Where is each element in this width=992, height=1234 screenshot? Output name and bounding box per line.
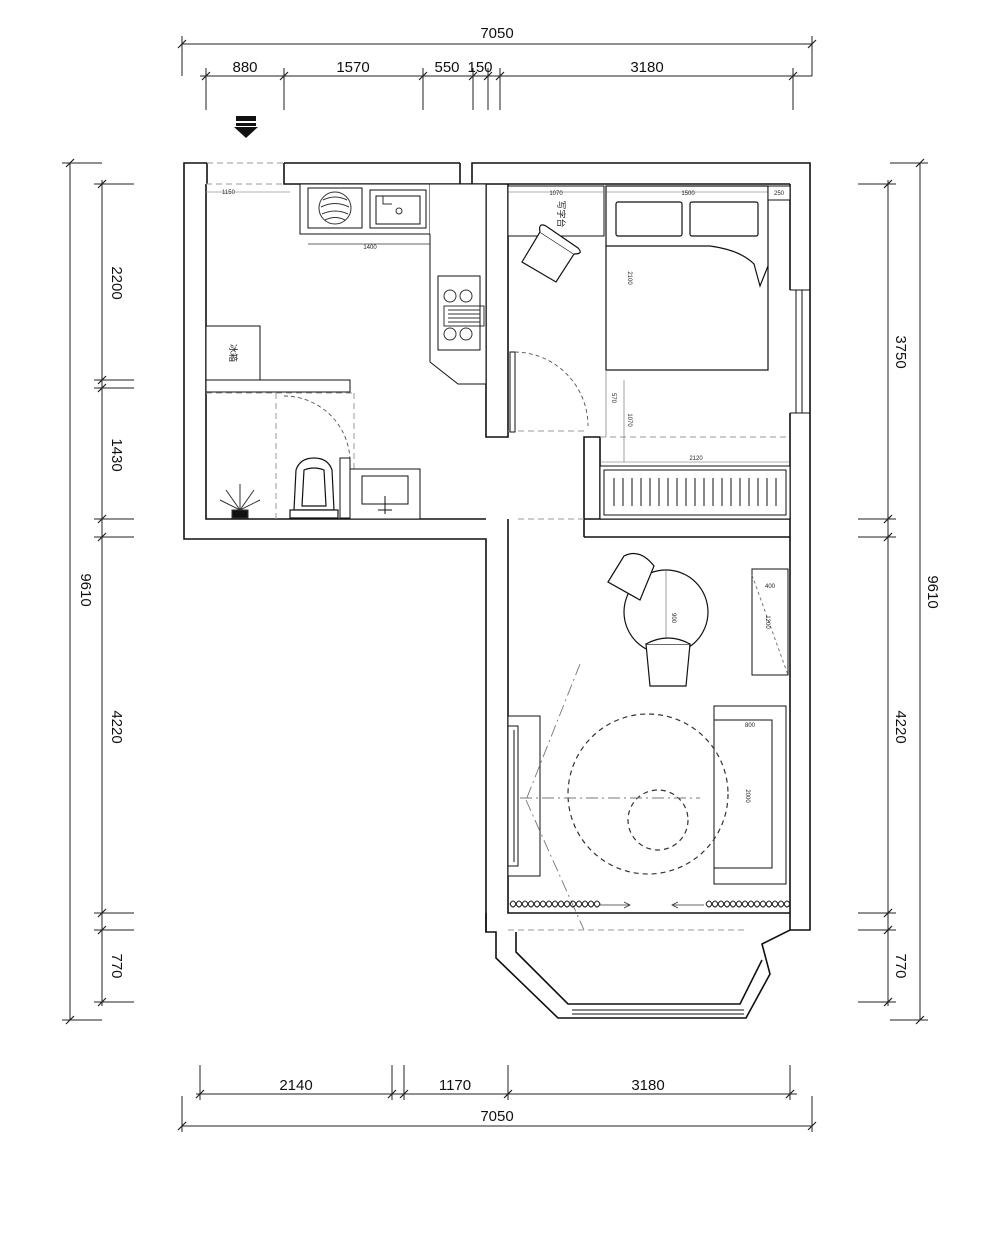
shower-icon (219, 484, 261, 519)
kitchen-counter (299, 183, 487, 385)
entrance-arrow-icon (234, 116, 258, 138)
washing-machine-icon (318, 191, 352, 225)
curtain-fold (551, 900, 559, 908)
curtain-fold (545, 900, 553, 908)
note-wardrobe-width: 2120 (689, 456, 703, 462)
note-tv-cabinet-depth: 400 (765, 584, 776, 590)
note-room-door: 1070 (626, 413, 632, 427)
dim-bottom-seg-1: 2140 (279, 1077, 312, 1094)
dim-top-seg-4: 150 (467, 59, 492, 76)
desk-chair-icon (521, 224, 581, 283)
balcony-window (572, 1009, 744, 1015)
balcony-curtains (509, 900, 791, 908)
curtain-fold (765, 900, 773, 908)
bathroom-door-swing (283, 395, 351, 463)
bedside-table (767, 185, 791, 201)
curtain-fold (527, 900, 535, 908)
note-table: 900 (670, 613, 676, 624)
note-sofa-length: 2000 (744, 789, 750, 803)
dim-bottom-seg-3: 3180 (631, 1077, 664, 1094)
note-kitchen-top: 1150 (222, 190, 236, 196)
dim-right-seg-1: 3750 (892, 335, 909, 368)
curtain-fold (705, 900, 713, 908)
toilet-icon (289, 457, 339, 519)
bedroom-door (509, 351, 589, 433)
note-closet-depth: 570 (610, 393, 616, 404)
curtain-fold (563, 900, 571, 908)
curtain-fold (783, 900, 791, 908)
walls (183, 162, 811, 1019)
curtain-fold (741, 900, 749, 908)
dim-left-total: 9610 (77, 573, 94, 606)
dim-bottom-total: 7050 (480, 1108, 513, 1125)
curtain-fold (729, 900, 737, 908)
curtain-fold (521, 900, 529, 908)
bedroom-window (790, 289, 810, 414)
bed (605, 185, 769, 371)
note-counter-width: 1400 (363, 245, 377, 251)
stove-icon (443, 289, 485, 341)
wardrobe-hangers (613, 478, 777, 506)
dim-right-seg-2: 4220 (892, 710, 909, 743)
note-tv-cabinet-length: 1200 (764, 615, 770, 629)
rug (567, 713, 729, 875)
dim-left-seg-2: 1430 (108, 438, 125, 471)
curtain-fold (723, 900, 731, 908)
curtain-fold (717, 900, 725, 908)
bathroom-sink-icon (339, 457, 421, 520)
dim-top-seg-1: 880 (232, 59, 257, 76)
note-bed-side: 250 (774, 191, 785, 197)
dim-left-seg-1: 2200 (108, 266, 125, 299)
kitchen-sink-icon (382, 196, 403, 215)
curtain-fold (771, 900, 779, 908)
curtain-fold (533, 900, 541, 908)
curtain-fold (509, 900, 517, 908)
curtain-fold (711, 900, 719, 908)
note-desk-width: 1070 (549, 191, 563, 197)
curtain-arrows (600, 901, 704, 909)
curtain-fold (557, 900, 565, 908)
note-bed-width: 1500 (681, 191, 695, 197)
dim-top-seg-5: 3180 (630, 59, 663, 76)
dim-top-total: 7050 (480, 25, 513, 42)
tv-unit (507, 715, 541, 877)
curtain-fold (753, 900, 761, 908)
dim-right-seg-3: 770 (892, 953, 909, 978)
curtain-fold (735, 900, 743, 908)
sofa (713, 705, 787, 885)
curtain-fold (747, 900, 755, 908)
curtain-fold (539, 900, 547, 908)
dim-top-seg-2: 1570 (336, 59, 369, 76)
curtain-fold (593, 900, 601, 908)
note-sofa-depth: 800 (745, 723, 756, 729)
curtain-fold (587, 900, 595, 908)
curtain-fold (575, 900, 583, 908)
tv-cabinet (751, 568, 789, 676)
axis-lines (520, 663, 700, 931)
desk-label: 写字台 (555, 200, 567, 227)
curtain-fold (581, 900, 589, 908)
curtain-fold (515, 900, 523, 908)
curtain-fold (759, 900, 767, 908)
dim-right-total: 9610 (924, 575, 941, 608)
dimension-lines (62, 36, 928, 1132)
note-bed-length: 2100 (626, 271, 632, 285)
dim-top-seg-3: 550 (434, 59, 459, 76)
fridge: 冰箱 (205, 325, 351, 393)
dimension-ticks (65, 39, 925, 1131)
fridge-label: 冰箱 (227, 344, 239, 362)
dim-left-seg-3: 4220 (108, 710, 125, 743)
dim-left-seg-4: 770 (108, 953, 125, 978)
curtain-fold (777, 900, 785, 908)
dim-bottom-seg-2: 1170 (439, 1077, 471, 1094)
dining-chair-icon (607, 553, 691, 687)
